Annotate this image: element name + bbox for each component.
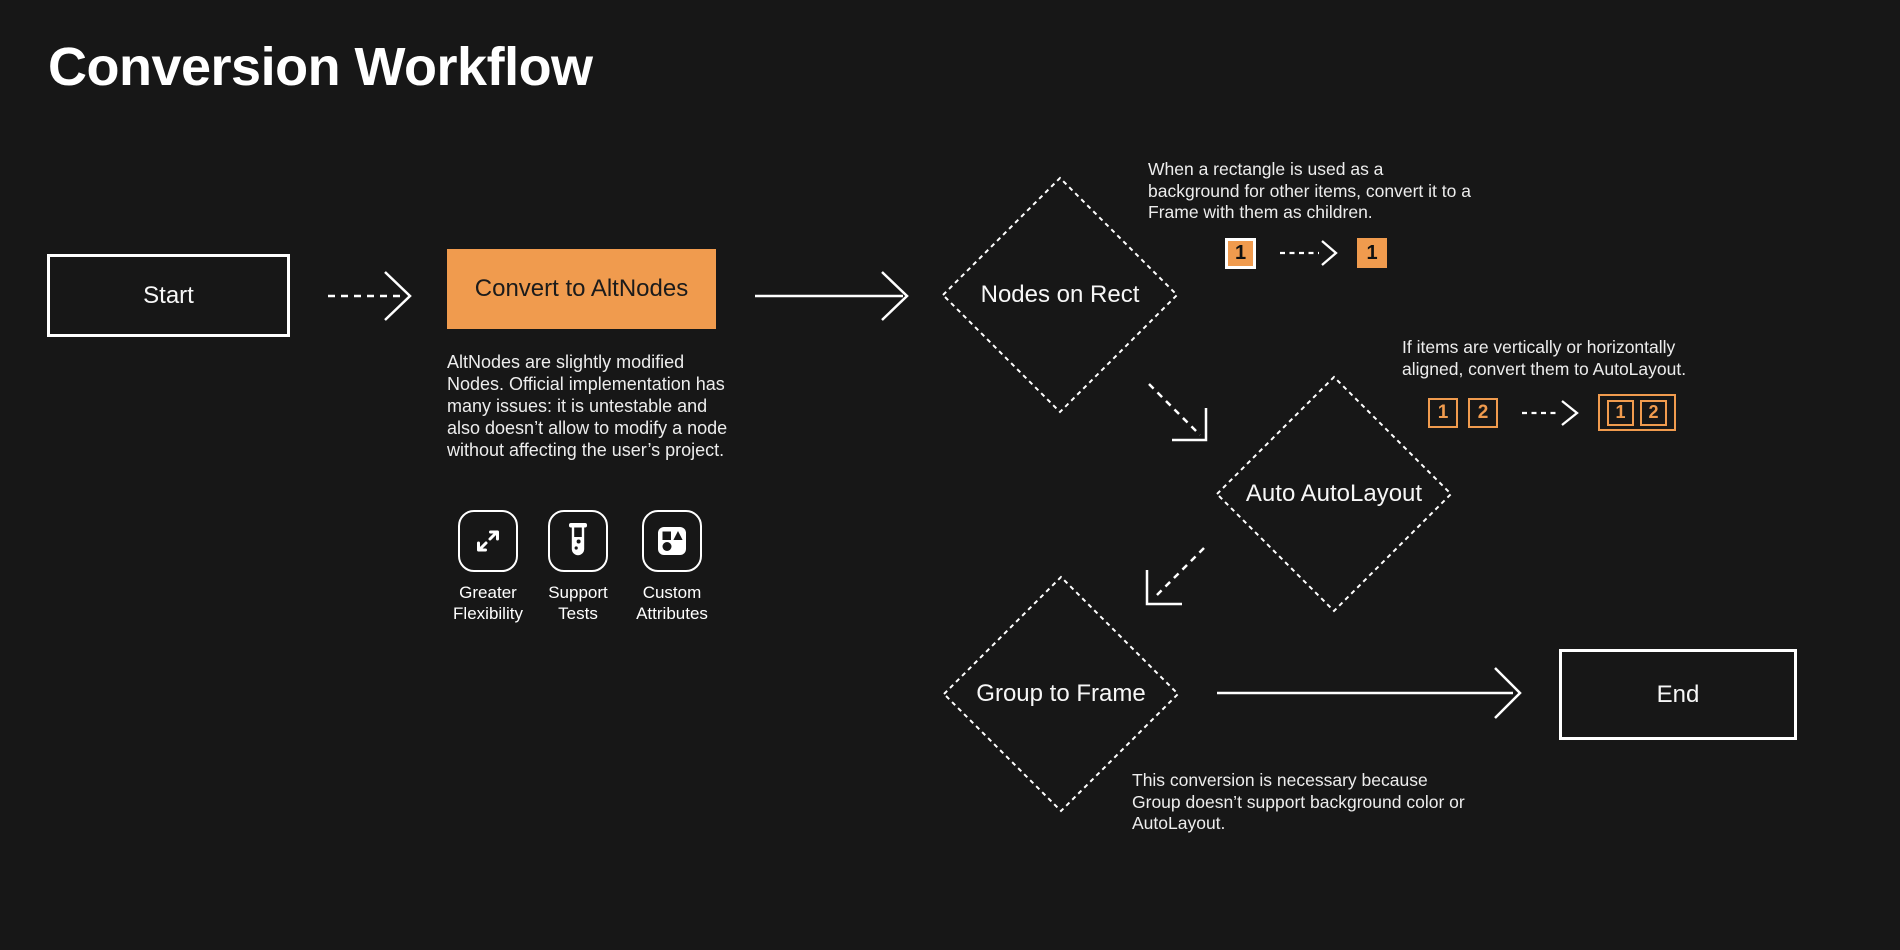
feature-label: Support Tests <box>548 583 608 623</box>
group-to-frame-label: Group to Frame <box>976 680 1146 707</box>
end-node: End <box>1559 649 1797 740</box>
mini-item-2-number: 2 <box>1477 402 1489 423</box>
start-node-label: Start <box>143 281 194 309</box>
expand-arrows-icon <box>477 530 499 552</box>
feature-label: Greater Flexibility <box>453 583 523 623</box>
arrow-group-to-end <box>1217 667 1522 719</box>
arrow-nodes-to-autolayout <box>1148 383 1208 442</box>
annotation-group-to-frame: This conversion is necessary because Gro… <box>1132 770 1465 833</box>
mini-grouped-item-2-number: 2 <box>1648 402 1659 422</box>
feature-support-tests: Support Tests <box>530 510 626 624</box>
convert-to-altnodes-node: Convert to AltNodes <box>447 249 716 329</box>
mini-frame-after-number: 1 <box>1366 241 1378 264</box>
mini-autolayout-group-box: 1 2 <box>1598 394 1676 431</box>
test-tube-icon <box>569 523 587 556</box>
annotation-auto-autolayout: If items are vertically or horizontally … <box>1402 337 1687 379</box>
auto-autolayout-label: Auto AutoLayout <box>1245 480 1423 507</box>
feature-greater-flexibility: Greater Flexibility <box>440 510 536 624</box>
feature-custom-attributes: Custom Attributes <box>624 510 720 624</box>
mini-arrow-rect-to-frame <box>1280 240 1338 266</box>
mini-arrow-items-to-autolayout <box>1522 400 1579 426</box>
mini-rect-before-number: 1 <box>1234 242 1247 264</box>
mini-frame-after-box: 1 <box>1357 238 1387 268</box>
shapes-icon <box>658 527 686 555</box>
feature-icon-box <box>548 510 608 572</box>
end-node-label: End <box>1656 680 1700 708</box>
altnodes-description: AltNodes are slightly modified Nodes. Of… <box>447 352 728 460</box>
mini-rect-before-box: 1 <box>1225 238 1256 269</box>
convert-node-label: Convert to AltNodes <box>474 275 689 302</box>
page-title: Conversion Workflow <box>48 37 593 97</box>
feature-label: Custom Attributes <box>636 583 708 623</box>
start-node: Start <box>47 254 290 337</box>
nodes-on-rect-label: Nodes on Rect <box>980 281 1140 308</box>
arrow-autolayout-to-group <box>1145 547 1205 606</box>
mini-grouped-item-2-box: 2 <box>1640 399 1667 426</box>
feature-icon-box <box>458 510 518 572</box>
arrow-convert-to-nodes-on-rect <box>755 271 909 321</box>
mini-item-1-number: 1 <box>1437 402 1449 423</box>
mini-grouped-item-1-box: 1 <box>1607 399 1634 426</box>
mini-grouped-item-1-number: 1 <box>1615 402 1626 422</box>
feature-icon-box <box>642 510 702 572</box>
mini-item-1-box: 1 <box>1428 398 1458 428</box>
mini-item-2-box: 2 <box>1468 398 1498 428</box>
arrow-start-to-convert <box>328 271 412 321</box>
annotation-nodes-on-rect: When a rectangle is used as a background… <box>1148 159 1471 222</box>
